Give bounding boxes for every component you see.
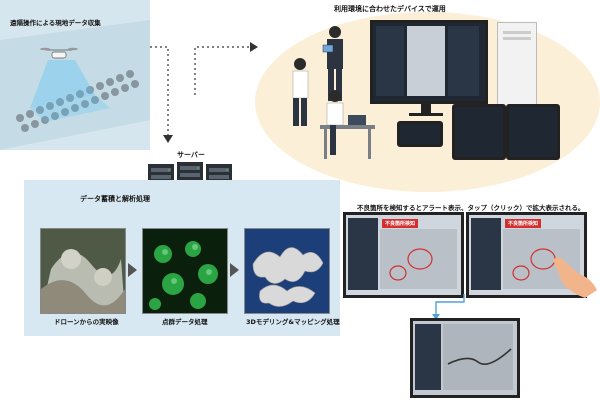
monitor-stand: [421, 104, 431, 114]
monitor-image-panel: [407, 26, 445, 96]
server-label: サーバー: [177, 151, 205, 159]
drone-survey-illustration: 遠隔操作による現地データ収集: [0, 0, 150, 150]
step-arrow-1: [128, 263, 137, 277]
alert-description: 不良箇所を検知するとアラート表示、タップ（クリック）で拡大表示される。: [357, 204, 585, 212]
tablet-left: [452, 104, 506, 160]
monitor-chart-panel: [376, 26, 404, 96]
zoomed-crack-image: [443, 324, 513, 390]
tap-hand-icon: [553, 257, 597, 298]
tablet-right: [506, 104, 560, 160]
drone-footage-thumbnail: [40, 228, 126, 314]
alert-badge-2: 不良箇所検知: [505, 219, 542, 228]
drone-icon: [40, 47, 78, 59]
pc-tower: [497, 22, 537, 108]
monitor-base: [409, 113, 443, 116]
alert-screen-1: 不良箇所検知: [343, 212, 464, 298]
isometric-site-graphic: [0, 20, 150, 150]
step-caption-2: 点群データ処理: [162, 318, 208, 326]
zoom-connector-arrow: [432, 294, 465, 320]
data-processing-panel: データ蓄積と解析処理: [24, 180, 340, 336]
step-arrow-2: [230, 263, 239, 277]
zoomed-screen-sidebar: [415, 324, 441, 390]
step-caption-1: ドローンからの実映像: [54, 318, 119, 326]
people-illustration: [292, 26, 375, 159]
alert-screen-1-sidebar: [348, 218, 378, 290]
devices-title: 利用環境に合わせたデバイスで運用: [334, 5, 446, 13]
alert-badge-1: 不良箇所検知: [382, 219, 419, 228]
pipeline-title: データ蓄積と解析処理: [80, 195, 150, 203]
3d-model-thumbnail: [244, 228, 330, 314]
alert-screen-1-image: [380, 229, 457, 289]
point-cloud-thumbnail: [142, 228, 228, 314]
remote-collection-title: 遠隔操作による現地データ収集: [10, 19, 101, 27]
monitor-stats-panel: [448, 26, 479, 96]
smartphone: [397, 121, 443, 147]
flow-connectors: [150, 42, 258, 143]
zoomed-screen: [410, 318, 520, 398]
step-caption-3: 3Dモデリング&マッピング処理: [246, 318, 340, 326]
desktop-monitor: [370, 20, 488, 104]
alert-screen-2-sidebar: [471, 218, 501, 290]
